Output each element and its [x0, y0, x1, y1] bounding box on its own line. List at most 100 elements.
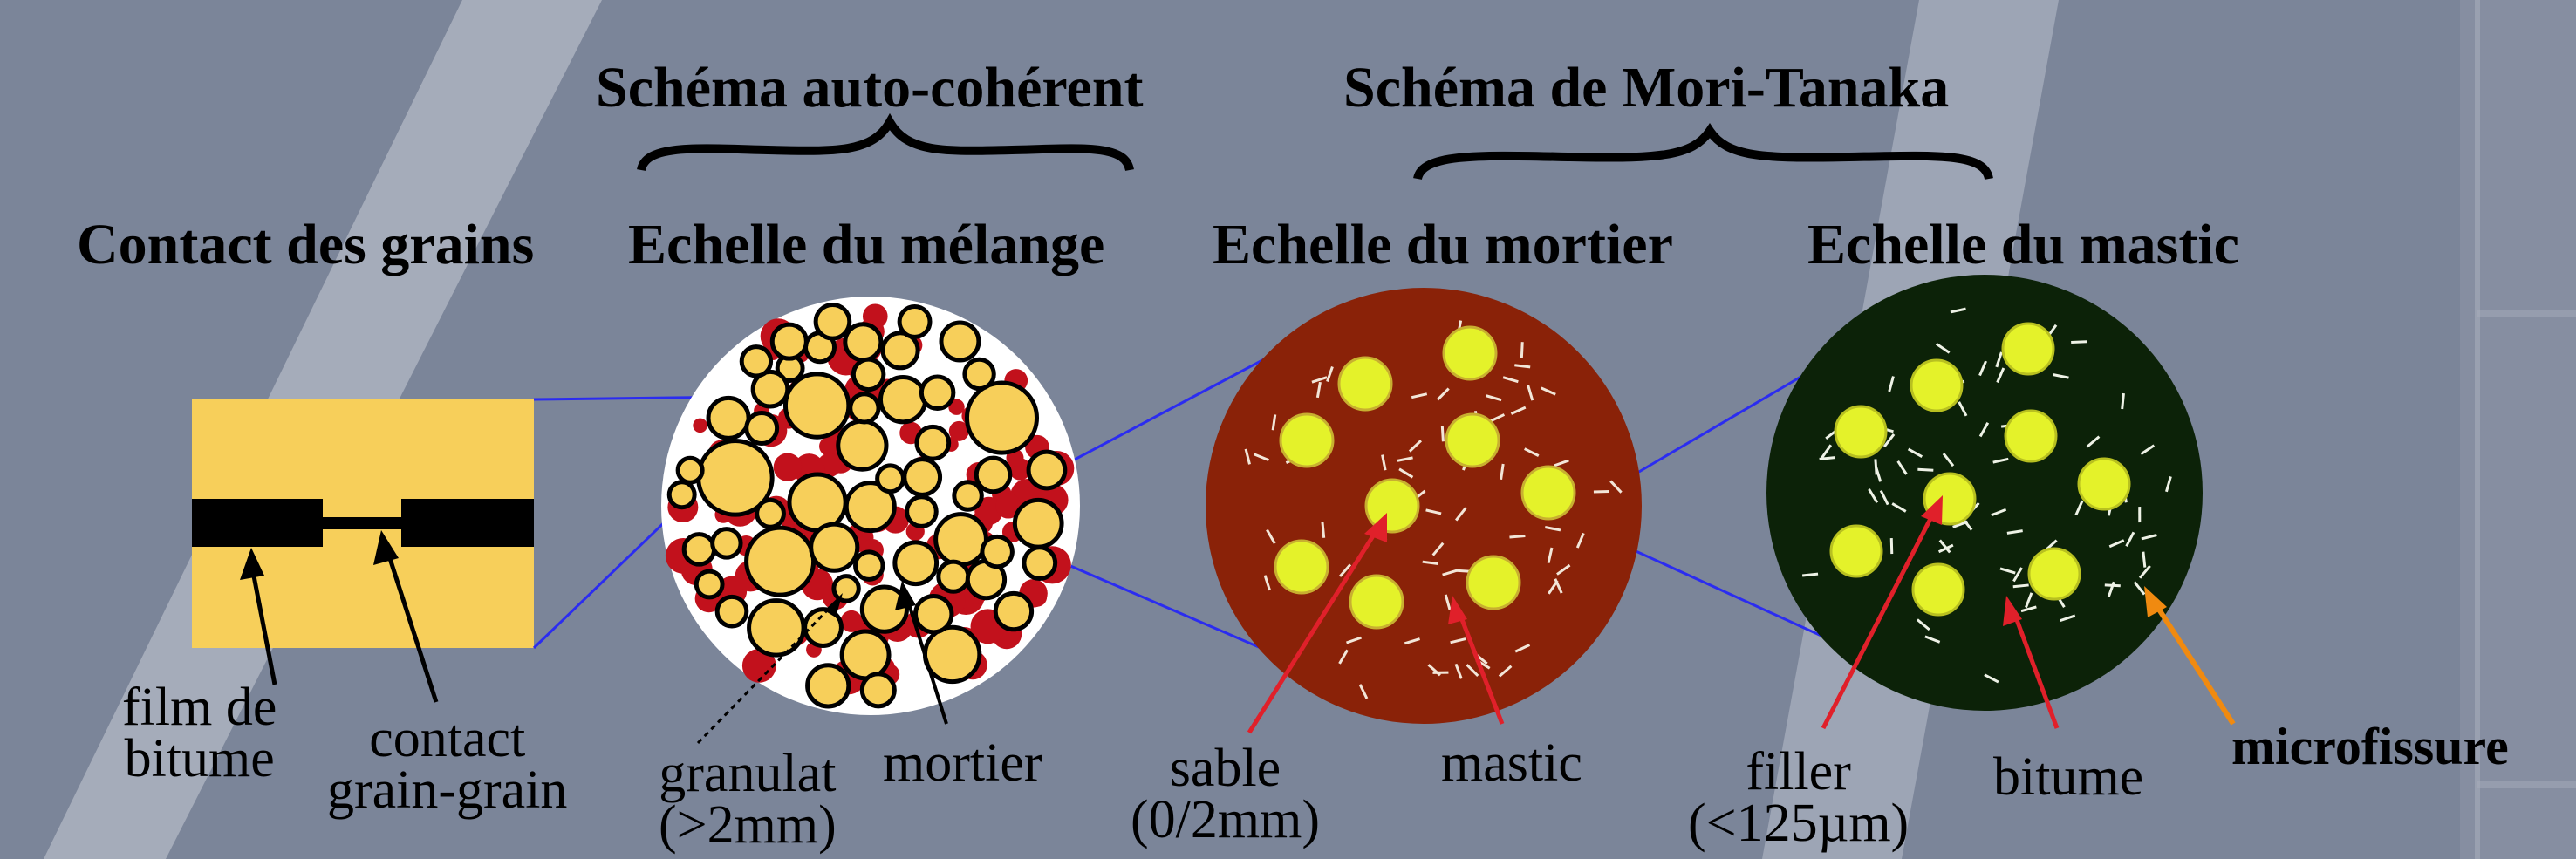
aggregate-grain — [916, 596, 952, 631]
label-aggregate-line1: granulat — [659, 748, 837, 800]
label-filler: filler (<125µm) — [1688, 747, 1909, 849]
aggregate-grain — [941, 323, 979, 360]
aggregate-grain — [880, 378, 925, 422]
microcrack-flake — [2143, 552, 2145, 568]
aggregate-grain — [811, 524, 858, 570]
filler-particle — [1835, 406, 1886, 457]
label-sand-line2: (0/2mm) — [1131, 794, 1320, 846]
aggregate-grain — [808, 665, 849, 706]
aggregate-grain — [954, 482, 981, 509]
aggregate-grain — [713, 529, 741, 557]
sand-grain — [1366, 480, 1418, 532]
filler-particle — [2079, 459, 2129, 509]
label-contact-line2: grain-grain — [327, 765, 567, 816]
aggregate-grain — [757, 500, 784, 527]
heading-mastic-scale: Echelle du mastic — [1807, 216, 2239, 274]
grain-contact-box — [192, 399, 534, 648]
aggregate-grain — [862, 674, 894, 706]
label-mortar: mortier — [883, 738, 1042, 789]
aggregate-grain — [907, 497, 937, 527]
brace-self-consistent — [641, 122, 1130, 170]
label-filler-line2: (<125µm) — [1688, 798, 1909, 849]
mortar-disc — [1206, 288, 1642, 724]
label-aggregate-line2: (>2mm) — [659, 800, 837, 851]
aggregate-grain — [678, 458, 702, 482]
aggregate-grain — [982, 536, 1012, 566]
scheme-mori-tanaka: Schéma de Mori-Tanaka — [1343, 59, 1949, 117]
microcrack-flake — [1891, 538, 1892, 554]
aggregate-grain — [696, 571, 722, 597]
aggregate-grain — [925, 627, 979, 681]
microcrack-flake — [1802, 574, 1818, 576]
sand-grain — [1522, 467, 1575, 519]
microcrack-flake — [1820, 458, 1835, 460]
aggregate-grain — [741, 347, 770, 376]
aggregate-grain — [976, 458, 1010, 492]
aggregate-grain — [717, 597, 747, 626]
label-contact-line1: contact — [327, 713, 567, 765]
mastic-flake — [1514, 365, 1530, 367]
aggregate-grain — [845, 324, 881, 360]
label-sand: sable (0/2mm) — [1131, 743, 1320, 846]
sand-grain — [1275, 541, 1328, 593]
label-grain-contact: contact grain-grain — [327, 713, 567, 816]
filler-particle — [2005, 411, 2056, 461]
aggregate-grain — [878, 466, 904, 492]
microcrack-flake — [2071, 342, 2087, 343]
mix-disc — [661, 297, 1080, 715]
label-mastic: mastic — [1441, 738, 1582, 789]
filler-particle — [1913, 564, 1964, 615]
aggregate-grain — [965, 359, 994, 388]
sand-grain — [1281, 414, 1333, 467]
label-bitumen-film: film de bitume — [122, 682, 277, 785]
aggregate-grain — [708, 398, 748, 438]
aggregate-grain — [749, 601, 804, 656]
mortar-patch — [693, 419, 707, 433]
mortar-patch — [841, 610, 863, 632]
aggregate-grain — [1024, 548, 1056, 579]
aggregate-grain — [772, 324, 806, 358]
heading-grain-contact: Contact des grains — [77, 216, 534, 274]
aggregate-grain — [789, 474, 845, 530]
mastic-disc — [1766, 275, 2203, 711]
sand-grain — [1350, 576, 1403, 628]
label-bitumen-film-line2: bitume — [122, 733, 277, 785]
aggregate-grain — [747, 528, 814, 595]
aggregate-grain — [917, 426, 949, 459]
mastic-flake — [1521, 342, 1522, 358]
sand-grain — [1444, 327, 1496, 379]
aggregate-grain — [856, 552, 883, 579]
label-bitumen-film-line1: film de — [122, 682, 277, 733]
aggregate-grain — [967, 383, 1036, 453]
aggregate-grain — [921, 377, 953, 409]
aggregate-grain — [895, 542, 937, 584]
aggregate-grain — [905, 460, 940, 495]
microcrack-flake — [1917, 469, 1933, 470]
filler-particle — [1831, 526, 1882, 576]
label-bitumen: bitume — [1993, 752, 2143, 803]
heading-mortar-scale: Echelle du mortier — [1213, 216, 1673, 274]
aggregate-grain — [1028, 452, 1065, 488]
label-filler-line1: filler — [1688, 747, 1909, 798]
aggregate-grain — [816, 304, 850, 338]
brace-mori-tanaka — [1418, 131, 1989, 179]
aggregate-grain — [936, 515, 987, 565]
aggregate-grain — [785, 374, 848, 437]
aggregate-grain — [834, 576, 858, 601]
aggregate-grain — [939, 562, 968, 591]
aggregate-grain — [669, 482, 694, 508]
label-microcrack: microfissure — [2231, 720, 2509, 773]
aggregate-grain — [838, 421, 886, 469]
aggregate-grain — [842, 631, 889, 678]
mastic-flake — [1509, 536, 1525, 537]
filler-particle — [1911, 360, 1962, 411]
label-aggregate: granulat (>2mm) — [659, 748, 837, 851]
sand-grain — [1467, 556, 1520, 609]
aggregate-grain — [853, 359, 884, 390]
heading-mix-scale: Echelle du mélange — [628, 216, 1104, 274]
filler-particle — [2003, 324, 2053, 374]
aggregate-grain — [995, 593, 1031, 629]
microcrack-flake — [2122, 393, 2124, 409]
label-sand-line1: sable — [1131, 743, 1320, 794]
sand-grain — [1339, 358, 1391, 410]
